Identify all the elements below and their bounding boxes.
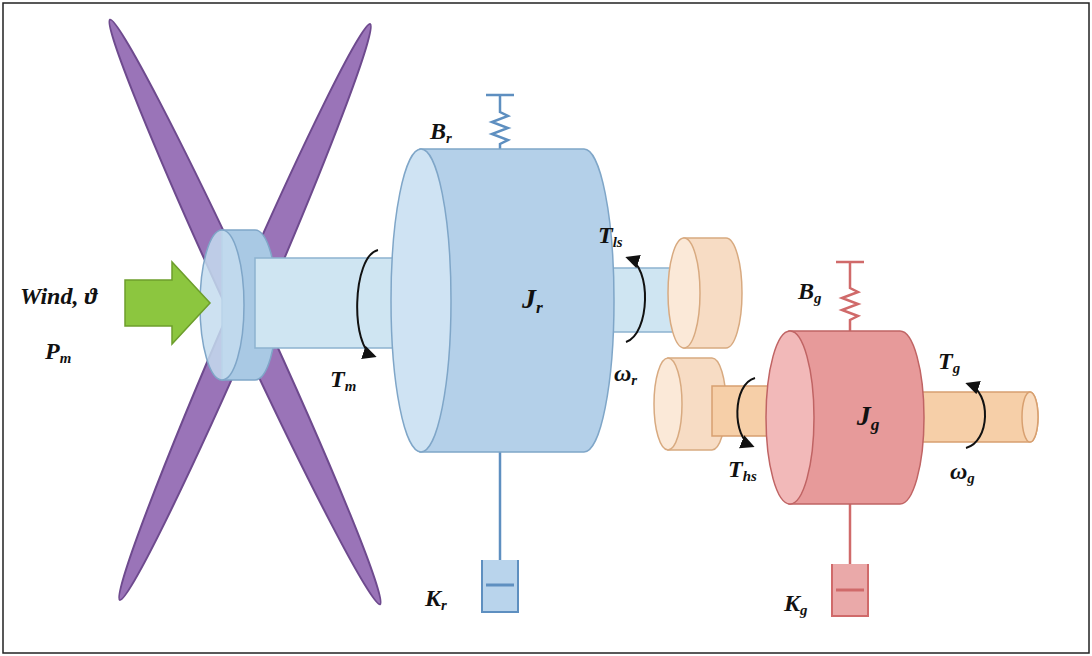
symbol-subscript: g [967,470,974,486]
symbol-base: ω [614,360,631,386]
symbol-subscript: g [814,290,821,306]
symbol-base: B [798,278,814,304]
symbol-label: Tm [330,366,356,395]
symbol-base: T [938,348,953,374]
cylinder-face [766,331,814,504]
symbol-label: Pm [45,338,71,367]
output-shaft-end [1022,392,1038,442]
symbol-label: ωg [950,458,975,487]
symbol-base: T [598,222,613,248]
frame [3,3,1089,653]
torque-arrow [626,258,645,342]
symbol-label: Kg [784,590,807,619]
symbol-base: B [430,118,446,144]
symbol-subscript: g [871,415,880,434]
symbol-label: Br [430,118,452,147]
torque-arrow [357,250,378,356]
symbol-base: J [857,400,871,431]
main-shaft [255,258,405,348]
symbol-label: Bg [798,278,821,307]
symbol-label: Tg [938,348,960,377]
inertia-label: Jr [522,284,543,317]
wind-label: Wind, ϑ [20,283,97,309]
symbol-label: Tls [598,222,623,251]
symbol-subscript: r [536,298,543,317]
symbol-base: P [45,338,60,364]
symbol-subscript: g [800,602,807,618]
symbol-subscript: ls [613,234,623,250]
symbol-base: T [728,456,743,482]
inertia-cylinder: Jr [390,148,615,453]
symbol-base: ω [950,458,967,484]
torque-arrow [737,378,755,446]
symbol-label: Kr [425,585,447,614]
small-gear-face [654,358,682,450]
symbol-subscript: hs [743,468,757,484]
damper-piston [836,589,864,592]
large-gear-face [668,238,700,348]
wind-arrow [125,262,210,344]
damper-symbol [482,560,518,612]
symbol-base: J [522,283,536,314]
symbol-base: K [425,585,441,611]
symbol-subscript: r [441,597,447,613]
symbol-base: K [784,590,800,616]
torque-arrow [966,384,985,448]
spring-symbol [486,95,514,152]
inertia-cylinder: Jg [765,330,925,505]
symbol-label: ωr [614,360,637,389]
symbol-label: Ths [728,456,757,485]
symbol-base: T [330,366,345,392]
symbol-subscript: m [60,350,72,366]
damper-piston [486,584,514,587]
symbol-subscript: r [631,372,637,388]
cylinder-face [391,149,451,452]
symbol-subscript: g [953,360,960,376]
damper-symbol [832,564,868,616]
inertia-label: Jg [857,401,880,434]
spring-symbol [836,262,864,334]
symbol-subscript: m [345,378,357,394]
symbol-subscript: r [446,130,452,146]
cylinder-outline [765,330,925,505]
cylinder-outline [390,148,615,453]
